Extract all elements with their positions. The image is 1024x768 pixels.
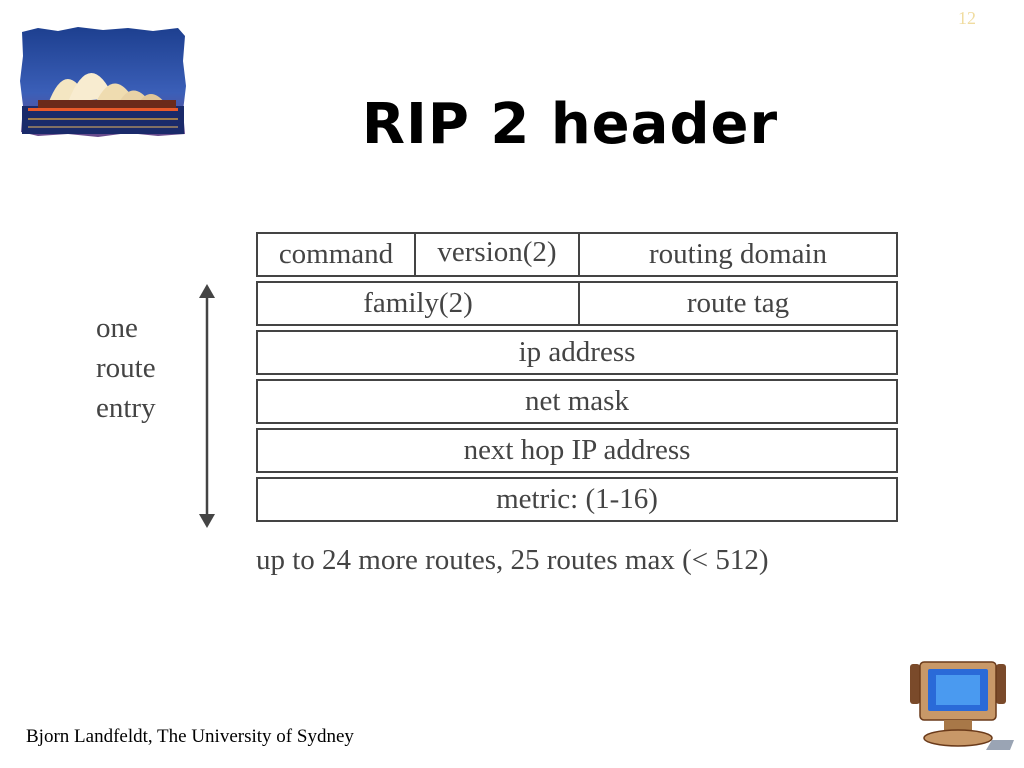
field-route-tag: route tag	[686, 287, 790, 319]
footer-author: Bjorn Landfeldt, The University of Sydne…	[26, 726, 354, 747]
header-row-3: ip address	[256, 330, 898, 375]
side-label-line: route	[96, 352, 156, 384]
field-routing-domain: routing domain	[648, 238, 827, 270]
header-row-5: next hop IP address	[256, 428, 898, 473]
rip2-header-diagram: command version(2) routing domain family…	[256, 232, 898, 526]
side-label-line: entry	[96, 392, 156, 424]
sydney-opera-house-logo	[20, 27, 186, 137]
field-next-hop: next hop IP address	[463, 434, 691, 466]
computer-monitor-icon	[900, 660, 1016, 750]
header-row-1: command version(2) routing domain	[256, 232, 898, 277]
slide-title: RIP 2 header	[361, 92, 779, 157]
field-command: command	[258, 234, 416, 275]
route-entry-label: one route entry	[96, 308, 156, 428]
header-row-4: net mask	[256, 379, 898, 424]
routes-note: up to 24 more routes, 25 routes max (< 5…	[256, 544, 769, 576]
field-family: family(2)	[258, 283, 580, 324]
double-arrow-icon	[199, 284, 215, 528]
field-version: version(2)	[416, 234, 580, 275]
field-metric: metric: (1-16)	[496, 483, 658, 515]
side-label-line: one	[96, 312, 138, 344]
field-net-mask: net mask	[525, 385, 629, 417]
slide-number: 12	[958, 8, 976, 28]
header-row-6: metric: (1-16)	[256, 477, 898, 522]
field-ip-address: ip address	[518, 336, 636, 368]
header-row-2: family(2) route tag	[256, 281, 898, 326]
